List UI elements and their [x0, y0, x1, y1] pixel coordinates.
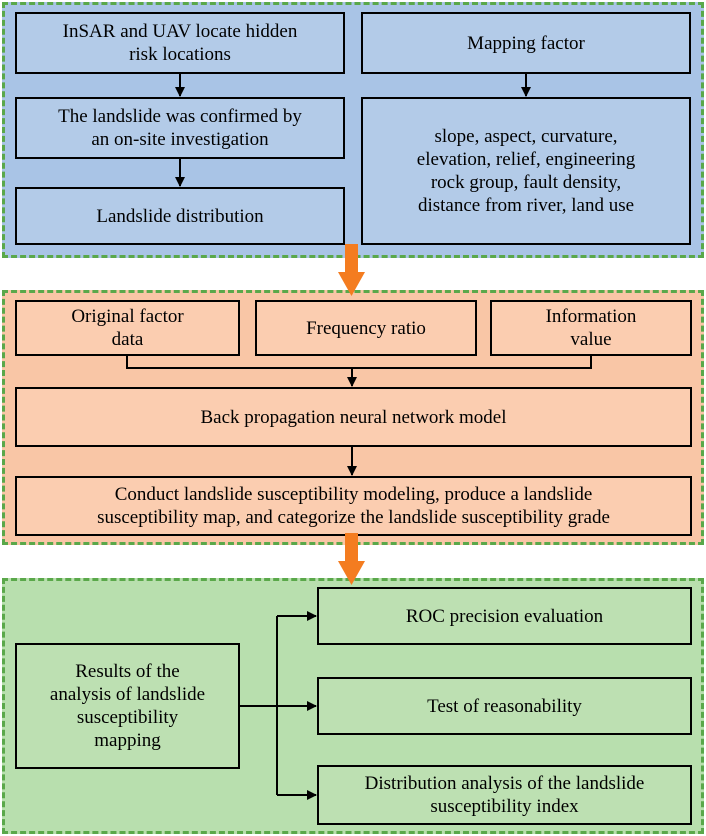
- reasonability-test-box: Test of reasonability: [317, 677, 692, 735]
- roc-evaluation-box: ROC precision evaluation: [317, 587, 692, 645]
- bp-neural-network-box: Back propagation neural network model: [15, 387, 692, 447]
- information-value-box: Information value: [490, 300, 692, 356]
- frequency-ratio-box: Frequency ratio: [255, 300, 477, 356]
- susceptibility-modeling-box: Conduct landslide susceptibility modelin…: [15, 476, 692, 536]
- distribution-index-box: Distribution analysis of the landslide s…: [317, 765, 692, 825]
- factors-list-box: slope, aspect, curvature, elevation, rel…: [361, 97, 691, 245]
- landslide-distribution-box: Landslide distribution: [15, 187, 345, 245]
- insar-uav-box: InSAR and UAV locate hidden risk locatio…: [15, 12, 345, 74]
- onsite-investigation-box: The landslide was confirmed by an on-sit…: [15, 97, 345, 159]
- results-analysis-box: Results of the analysis of landslide sus…: [15, 643, 240, 769]
- original-factor-data-box: Original factor data: [15, 300, 240, 356]
- mapping-factor-box: Mapping factor: [361, 12, 691, 74]
